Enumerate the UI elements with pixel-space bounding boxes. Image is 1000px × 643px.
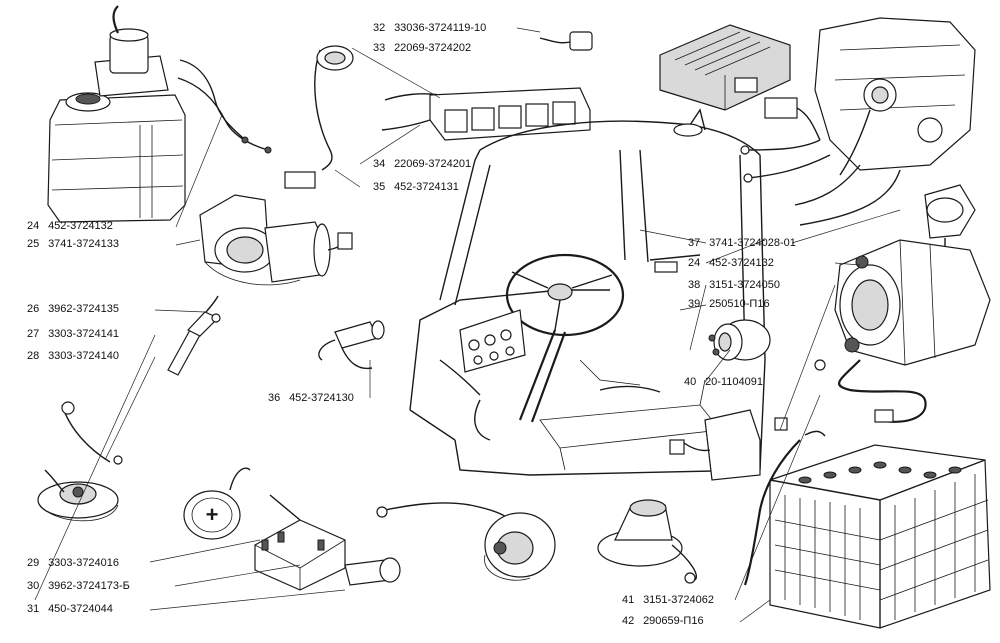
callout-24-left: 24 452-3724132	[27, 220, 113, 233]
callout-part-code: 3151-3724062	[643, 594, 715, 606]
horn-drawing	[37, 401, 123, 522]
callout-number: 39	[688, 298, 701, 310]
callout-number: 33	[373, 42, 386, 54]
callout-part-code: 3303-3724141	[48, 328, 120, 340]
callout-part-code: 3151-3724050	[709, 279, 781, 291]
callout-number: 25	[27, 238, 40, 250]
callout-33: 33 22069-3724202	[373, 42, 471, 55]
callout-27: 27 3303-3724141	[27, 328, 119, 341]
battery-cables-drawing	[743, 359, 927, 586]
switch-40-drawing	[708, 319, 771, 361]
callout-part-code: 3962-3724135	[48, 303, 120, 315]
callout-32: 32 33036-3724119-10	[373, 22, 486, 35]
callout-number: 37	[688, 237, 701, 249]
callout-part-code: 3303-3724140	[48, 350, 120, 362]
callout-29: 29 3303-3724016	[27, 557, 119, 570]
callout-number: 24	[27, 220, 40, 232]
callout-part-code: 22069-3724201	[394, 158, 472, 170]
callout-number: 30	[27, 580, 40, 592]
callout-number: 35	[373, 181, 386, 193]
callout-part-code: 452-3724132	[709, 257, 774, 269]
callout-number: 27	[27, 328, 40, 340]
callout-part-code: 22069-3724202	[394, 42, 472, 54]
fuse-box-drawing	[669, 409, 761, 481]
callout-part-code: 250510-П16	[709, 298, 770, 310]
switch-block-drawing	[183, 467, 401, 591]
callout-number: 24	[688, 257, 701, 269]
callout-36: 36 452-3724130	[268, 392, 354, 405]
callout-number: 41	[622, 594, 635, 606]
callout-34: 34 22069-3724201	[373, 158, 471, 171]
callout-number: 32	[373, 22, 386, 34]
callout-28: 28 3303-3724140	[27, 350, 119, 363]
callout-part-code: 450-3724044	[48, 603, 113, 615]
callout-number: 36	[268, 392, 281, 404]
callout-part-code: 3741-3724133	[48, 238, 120, 250]
callout-24-right: 24 452-3724132	[688, 257, 774, 270]
starter-motor-drawing	[834, 239, 991, 366]
expansion-tank-drawing	[47, 5, 272, 223]
callout-part-code: 452-3724131	[394, 181, 459, 193]
callout-part-code: 452-3724130	[289, 392, 354, 404]
callout-number: 34	[373, 158, 386, 170]
plus-sign-glyph: +	[206, 502, 219, 527]
callout-30: 30 3962-3724173-Б	[27, 580, 130, 593]
callout-part-code: 33036-3724119-10	[394, 22, 487, 34]
temperature-sensor-drawing	[167, 295, 221, 376]
callout-part-code: 452-3724132	[48, 220, 113, 232]
callout-40: 40 20-1104091	[684, 376, 763, 389]
callout-number: 26	[27, 303, 40, 315]
callout-35: 35 452-3724131	[373, 181, 459, 194]
battery-switch-drawing	[597, 499, 697, 584]
callout-number: 29	[27, 557, 40, 569]
callout-part-code: 3303-3724016	[48, 557, 120, 569]
callout-42: 42 290659-П16	[622, 615, 704, 628]
callout-38: 38 3151-3724050	[688, 279, 780, 292]
callout-26: 26 3962-3724135	[27, 303, 119, 316]
callout-41: 41 3151-3724062	[622, 594, 714, 607]
callout-part-code: 3962-3724173-Б	[48, 580, 130, 592]
relay-unit-drawing	[659, 24, 791, 111]
wiper-motor-drawing	[199, 194, 353, 286]
leader-lines	[34, 27, 901, 623]
callout-number: 38	[688, 279, 701, 291]
distributor-drawing	[924, 184, 976, 258]
callout-part-code: 290659-П16	[643, 615, 704, 627]
callout-number: 28	[27, 350, 40, 362]
dashboard-drawing	[439, 254, 701, 441]
callout-25: 25 3741-3724133	[27, 238, 119, 251]
connector-lamp-drawing	[318, 320, 385, 370]
callout-number: 42	[622, 615, 635, 627]
battery-drawing	[769, 444, 991, 629]
alternator-drawing	[376, 502, 556, 581]
callout-31: 31 450-3724044	[27, 603, 113, 616]
callout-number: 31	[27, 603, 40, 615]
callout-part-code: 20-1104091	[705, 376, 763, 388]
callout-part-code: 3741-3724028-01	[709, 237, 796, 249]
engine-drawing	[740, 17, 976, 226]
callout-number: 40	[684, 376, 697, 388]
steering-wheel-drawing	[505, 253, 625, 423]
callout-37: 37 3741-3724028-01	[688, 237, 796, 250]
callout-39: 39 250510-П16	[688, 298, 770, 311]
